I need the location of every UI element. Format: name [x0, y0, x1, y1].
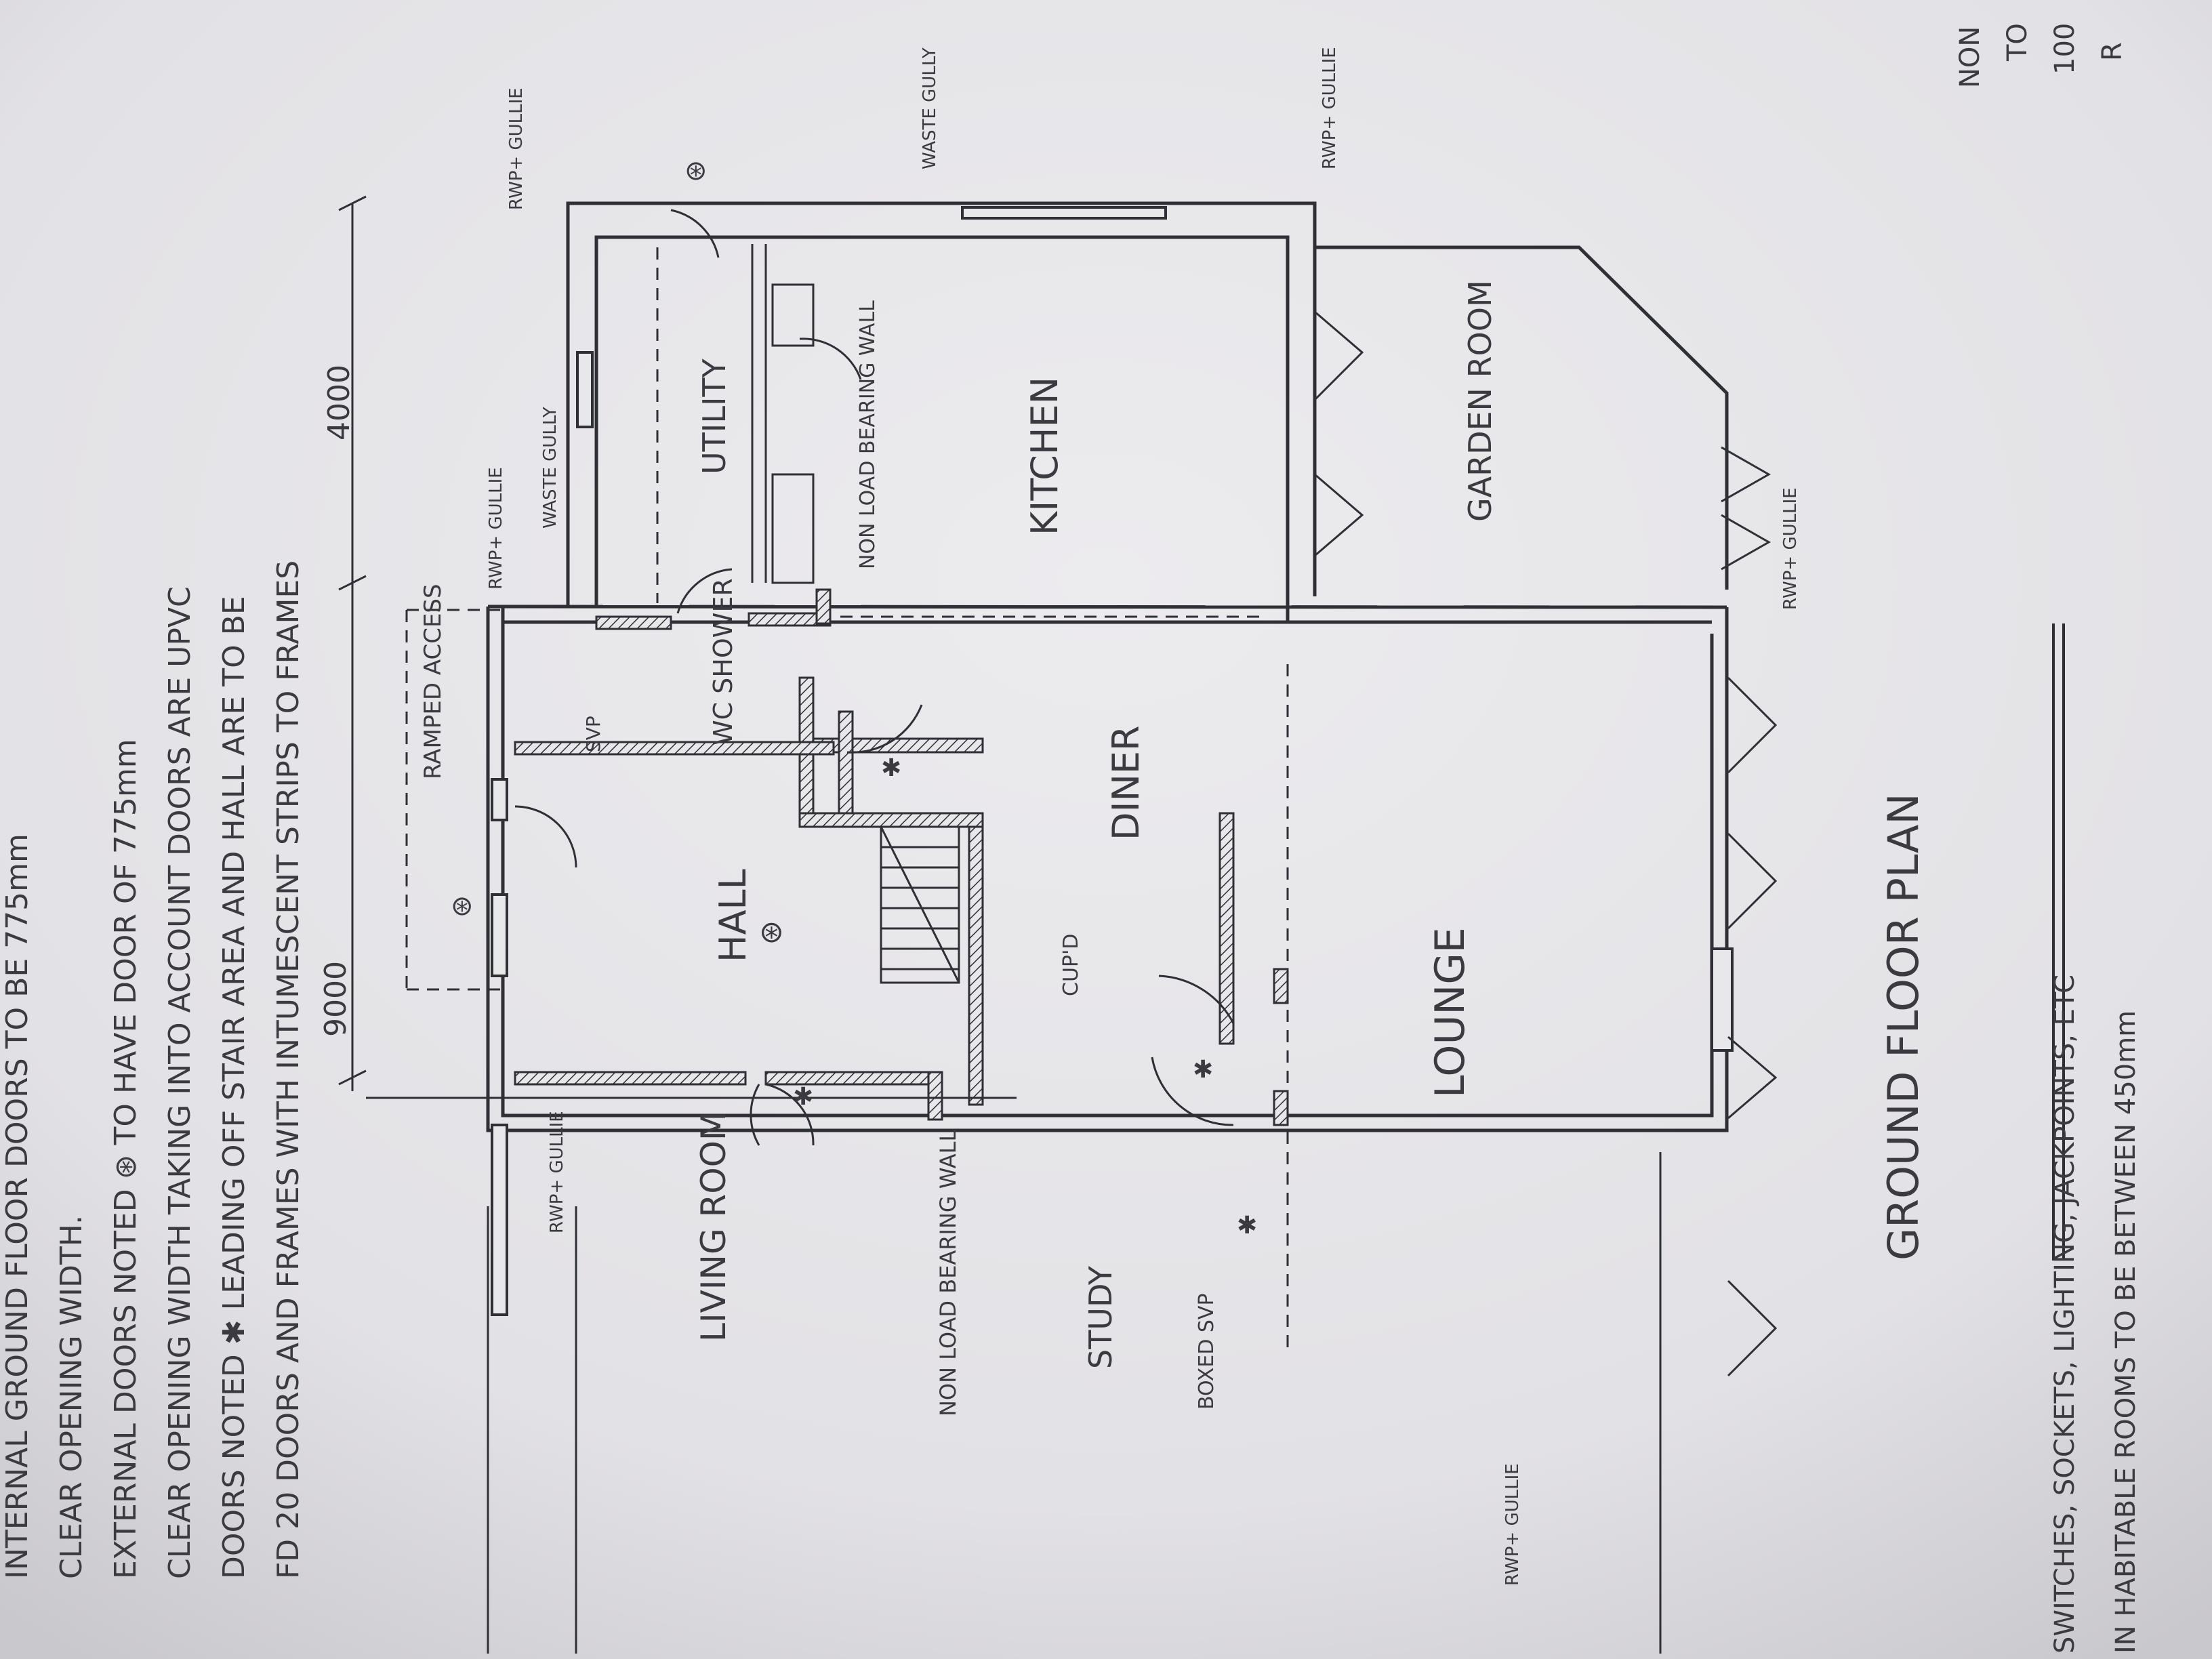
label-cupd: CUP'D	[1059, 934, 1083, 996]
label-rwp-gully-5: RWP+ GULLIE	[547, 1111, 567, 1233]
windows	[491, 206, 1734, 1316]
note-line-3: EXTERNAL DOORS NOTED ⊛ TO HAVE DOOR OF 7…	[108, 739, 143, 1579]
room-study: STUDY	[1082, 1265, 1119, 1369]
kitchen-units	[751, 244, 815, 584]
room-utility: UTILITY	[696, 358, 733, 474]
external-door-symbol: ⊛	[759, 915, 784, 949]
dashed-lines	[405, 247, 1289, 1355]
label-waste-gully-side: WASTE GULLY	[540, 407, 560, 529]
note-line-4: CLEAR OPENING WIDTH TAKING INTO ACCOUNT …	[163, 586, 197, 1579]
bottom-note-line-1: SWITCHES, SOCKETS, LIGHTING, JACKPOINTS,…	[2049, 975, 2081, 1654]
notes-block: INTERNAL GROUND FLOOR DOORS TO BE 775mm …	[0, 560, 306, 1579]
dimension-lines	[338, 195, 1662, 1654]
internal-walls	[514, 588, 1289, 1126]
fire-door-symbol: ✱	[1237, 1212, 1257, 1240]
label-non-load-bearing-wall-kitchen: NON LOAD BEARING WALL	[856, 300, 880, 569]
external-door-symbol: ⊛	[451, 890, 474, 922]
note-line-2: CLEAR OPENING WIDTH.	[54, 1215, 89, 1579]
corner-fragment-2: TO	[2002, 23, 2033, 62]
label-rwp-gully-1: RWP+ GULLIE	[486, 467, 506, 590]
fire-door-symbol: ✱	[881, 754, 901, 782]
note-line-1: INTERNAL GROUND FLOOR DOORS TO BE 775mm	[0, 834, 35, 1579]
dimension-overall: 9000	[319, 961, 353, 1037]
label-rwp-gully-2: RWP+ GULLIE	[506, 87, 527, 210]
bottom-note-line-2: IN HABITABLE ROOMS TO BE BETWEEN 450mm	[2110, 1010, 2142, 1654]
fire-door-symbol: ✱	[1193, 1056, 1213, 1084]
label-boxed-svp: BOXED SVP	[1195, 1293, 1218, 1410]
room-lounge: LOUNGE	[1427, 927, 1474, 1098]
label-rwp-gully-6: RWP+ GULLIE	[1502, 1463, 1523, 1586]
label-svp: SVP	[582, 716, 605, 752]
fire-door-symbol: ✱	[793, 1083, 813, 1111]
label-ramped-access: RAMPED ACCESS	[419, 583, 447, 779]
room-kitchen: KITCHEN	[1023, 377, 1066, 535]
label-non-load-bearing-wall-study: NON LOAD BEARING WALL	[935, 1130, 961, 1417]
external-door-symbol: ⊛	[684, 155, 708, 186]
room-diner: DINER	[1105, 725, 1147, 840]
label-waste-gully-top: WASTE GULLY	[920, 47, 940, 169]
dimension-rear: 4000	[322, 365, 356, 441]
corner-fragment-3: 100	[2049, 23, 2081, 75]
label-rwp-gully-4: RWP+ GULLIE	[1780, 487, 1801, 610]
note-line-6: FD 20 DOORS AND FRAMES WITH INTUMESCENT …	[271, 560, 306, 1579]
corner-fragment-4: R	[2097, 42, 2128, 61]
room-hall: HALL	[712, 869, 754, 962]
corner-fragment-1: NON	[1954, 26, 1986, 88]
door-swings	[514, 209, 1778, 1377]
label-rwp-gully-3: RWP+ GULLIE	[1319, 47, 1340, 169]
drawing-title: GROUND FLOOR PLAN	[1879, 793, 1928, 1261]
room-wc-shower: WC SHOWER	[708, 578, 738, 745]
external-walls	[486, 201, 1729, 1132]
note-line-5: DOORS NOTED ✱ LEADING OFF STAIR AREA AND…	[217, 596, 251, 1579]
staircase	[880, 825, 960, 984]
room-garden-room: GARDEN ROOM	[1462, 280, 1498, 522]
room-living-room: LIVING ROOM	[694, 1111, 733, 1342]
